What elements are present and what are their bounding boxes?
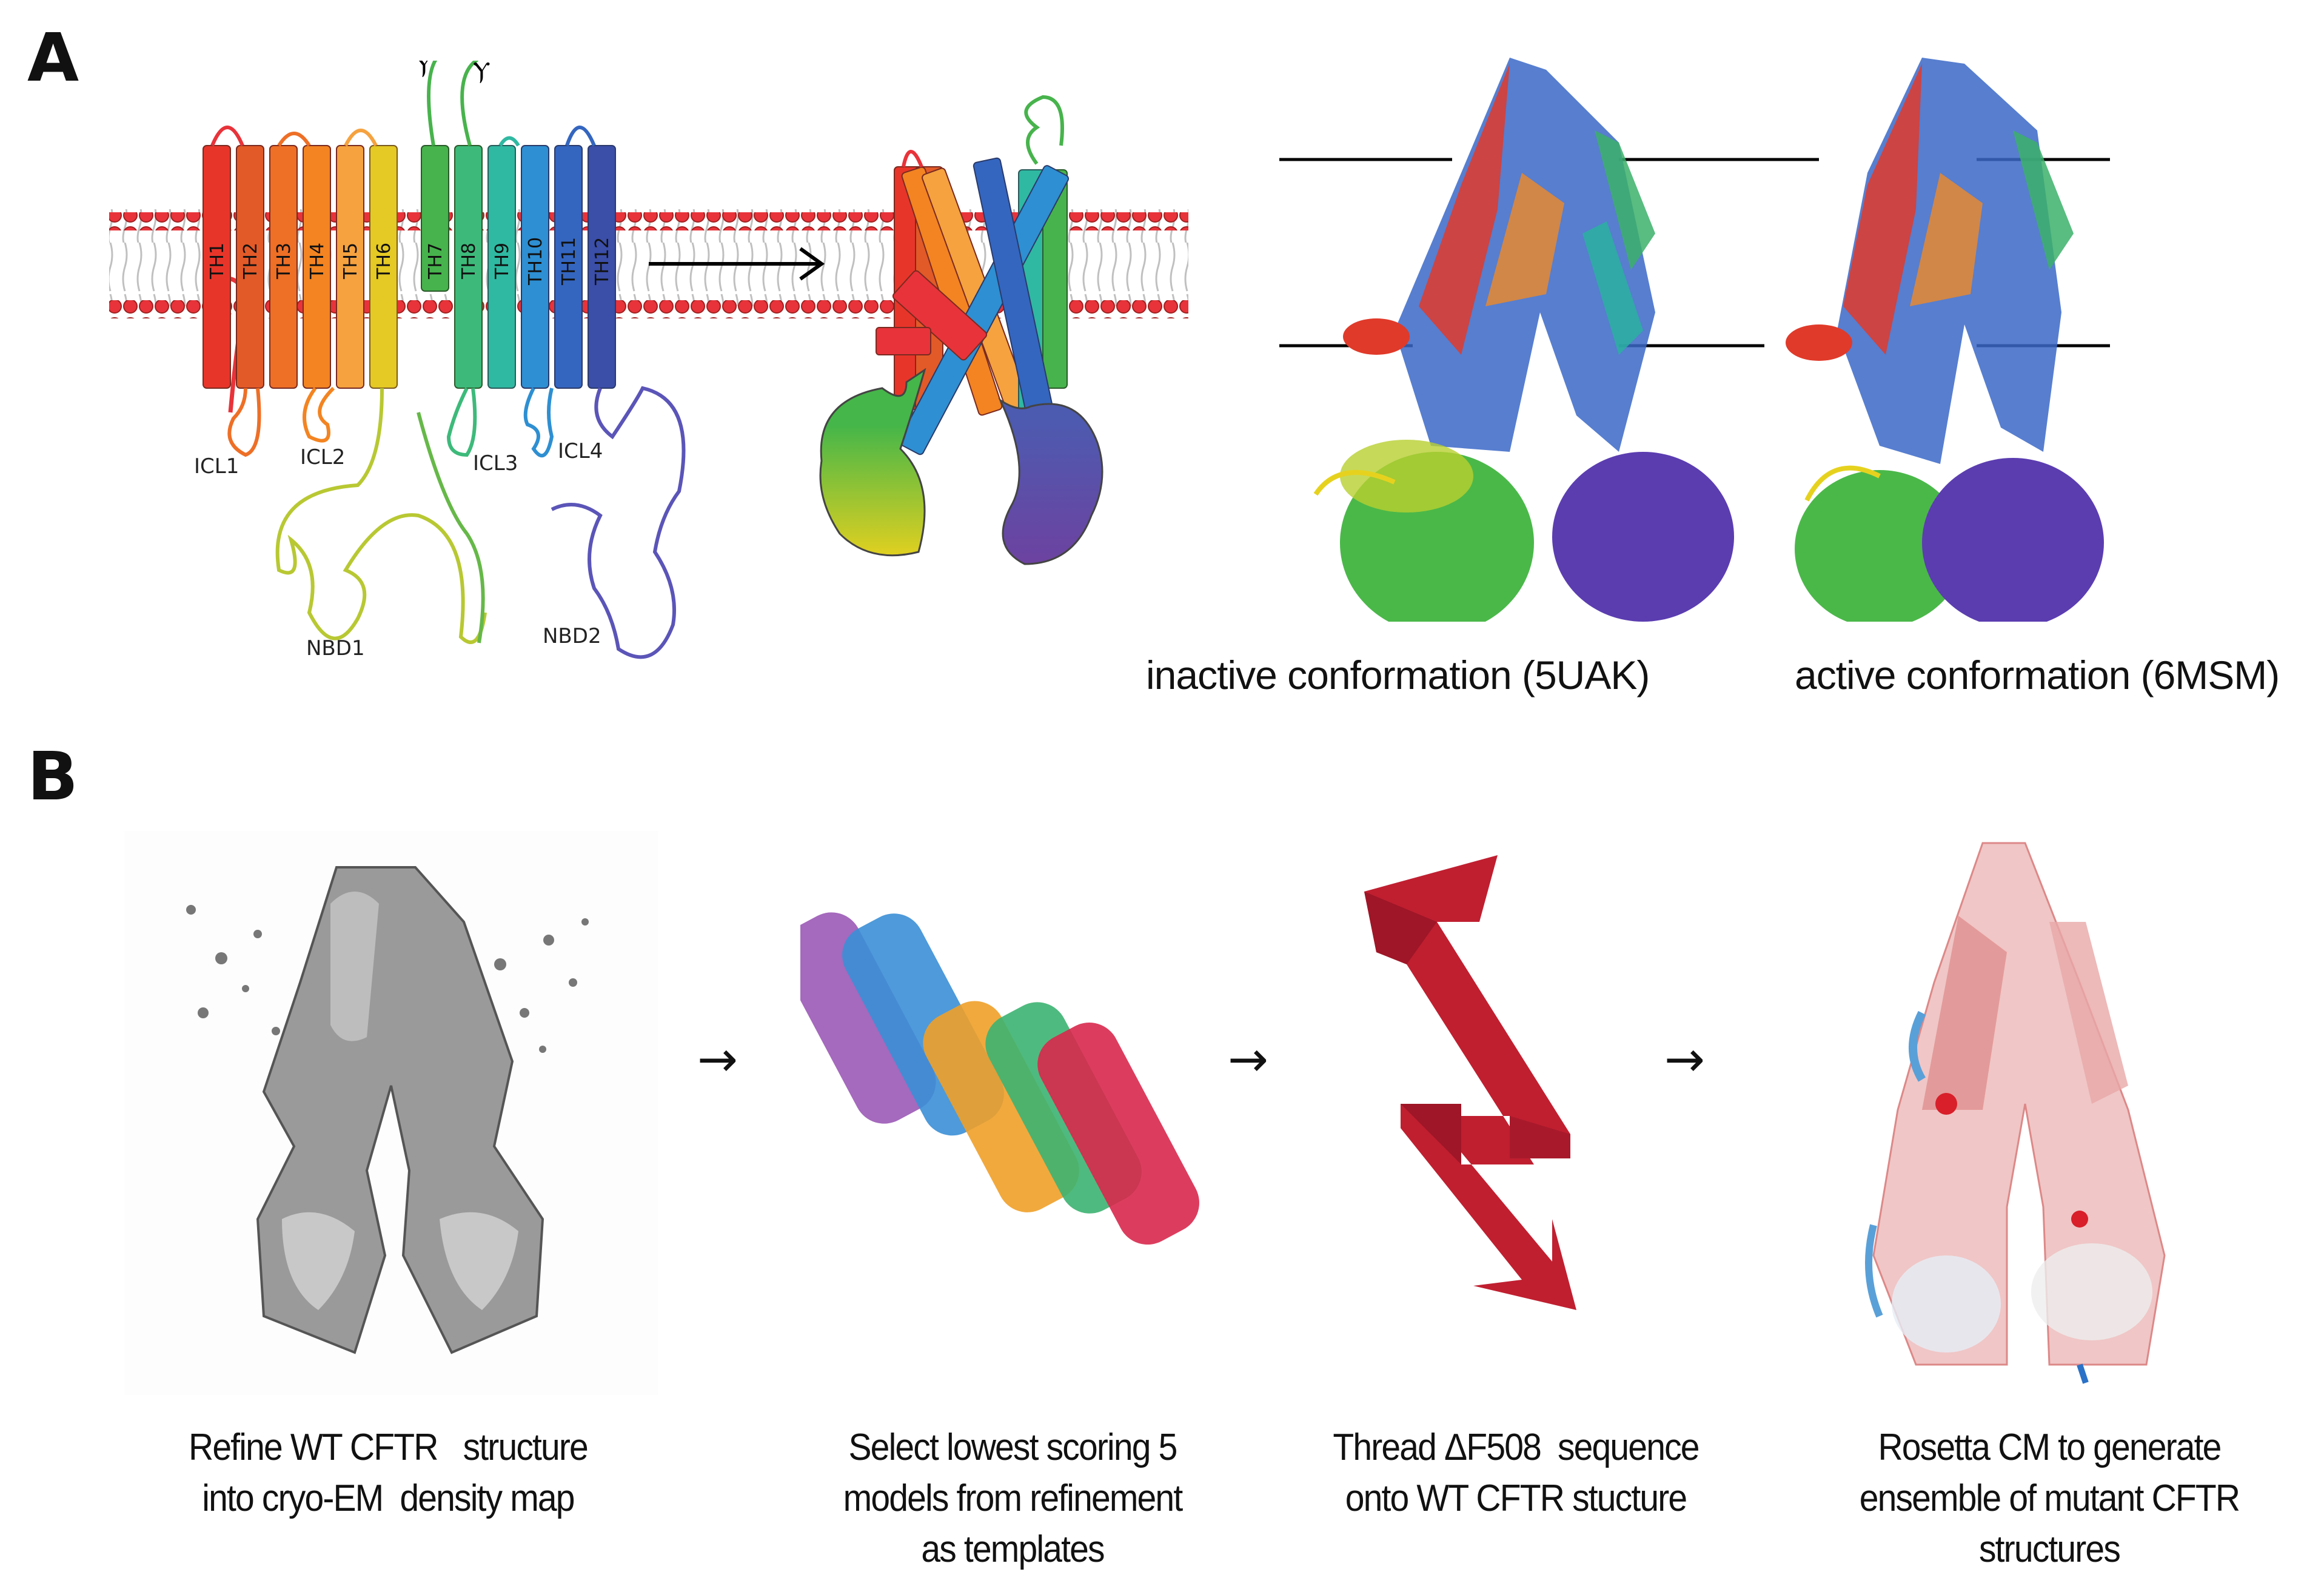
inactive-conformation-caption: inactive conformation (5UAK) [1146,653,1650,697]
panel-a-letter: A [27,19,79,96]
caption-line: structures [1978,1528,2121,1570]
nbd2-label: NBD2 [543,624,601,648]
flow-arrow-2: → [1228,1031,1269,1087]
step-3-caption: Thread ΔF508 sequence onto WT CFTR stuctu… [1298,1422,1733,1524]
svg-text:TH6: TH6 [373,243,395,280]
svg-text:TH9: TH9 [492,243,513,280]
active-conformation-caption: active conformation (6MSM) [1795,653,2280,697]
glycosylation-icon: Ⲩ [415,61,433,79]
panel-b-letter: B [27,738,78,815]
caption-line: onto WT CFTR stucture [1345,1477,1687,1519]
icl4-label: ICL4 [558,439,603,463]
svg-text:TH2: TH2 [240,243,261,280]
svg-text:TH5: TH5 [340,243,361,280]
cftr-topology-diagram: Ⲩ Ⲩ TH1 TH2 TH3 TH4 TH5 TH6 TH7 TH8 TH9 … [109,61,1188,660]
caption-line: Refine WT CFTR structure [189,1426,589,1468]
svg-text:TH1: TH1 [207,243,228,280]
helices-tmd2 [421,145,616,389]
folded-cftr-cartoon [819,95,1103,565]
svg-text:TH7: TH7 [425,243,446,280]
svg-text:TH8: TH8 [458,243,480,280]
svg-text:TH3: TH3 [273,243,295,280]
caption-line: into cryo-EM density map [202,1477,575,1519]
cryo-em-density-map [124,831,658,1395]
caption-line: Thread ΔF508 sequence [1333,1426,1699,1468]
active-structure-render [1786,58,2110,622]
helix-labels: TH1 TH2 TH3 TH4 TH5 TH6 TH7 TH8 TH9 TH10… [207,237,613,286]
sequence-ribbon-icon [1364,855,1576,1310]
step-2-caption: Select lowest scoring 5 models from refin… [772,1422,1252,1575]
caption-line: Rosetta CM to generate [1878,1426,2222,1468]
folding-arrow [649,247,825,281]
caption-line: models from refinement [843,1477,1184,1519]
glycosylation-icon: Ⲩ [473,61,491,85]
caption-line: Select lowest scoring 5 [848,1426,1177,1468]
step-1-caption: Refine WT CFTR structure into cryo-EM den… [120,1422,655,1524]
svg-text:TH11: TH11 [558,237,580,286]
svg-text:TH10: TH10 [525,237,546,286]
inactive-structure-render [1279,58,1819,622]
flow-arrow-3: → [1664,1031,1706,1087]
nbd1-label: NBD1 [306,636,365,660]
helices-tmd1 [203,145,398,389]
icl2-label: ICL2 [300,445,345,469]
refinement-models-render [800,912,1199,1245]
caption-line: as templates [921,1528,1105,1570]
caption-line: ensemble of mutant CFTR [1859,1477,2240,1519]
icl1-label: ICL1 [194,454,239,479]
step-4-caption: Rosetta CM to generate ensemble of mutant… [1821,1422,2278,1575]
flow-arrow-1: → [697,1031,738,1087]
svg-text:TH4: TH4 [307,243,328,280]
rosetta-ensemble-render [1865,842,2166,1384]
svg-text:TH12: TH12 [592,237,613,286]
icl3-label: ICL3 [473,451,518,475]
